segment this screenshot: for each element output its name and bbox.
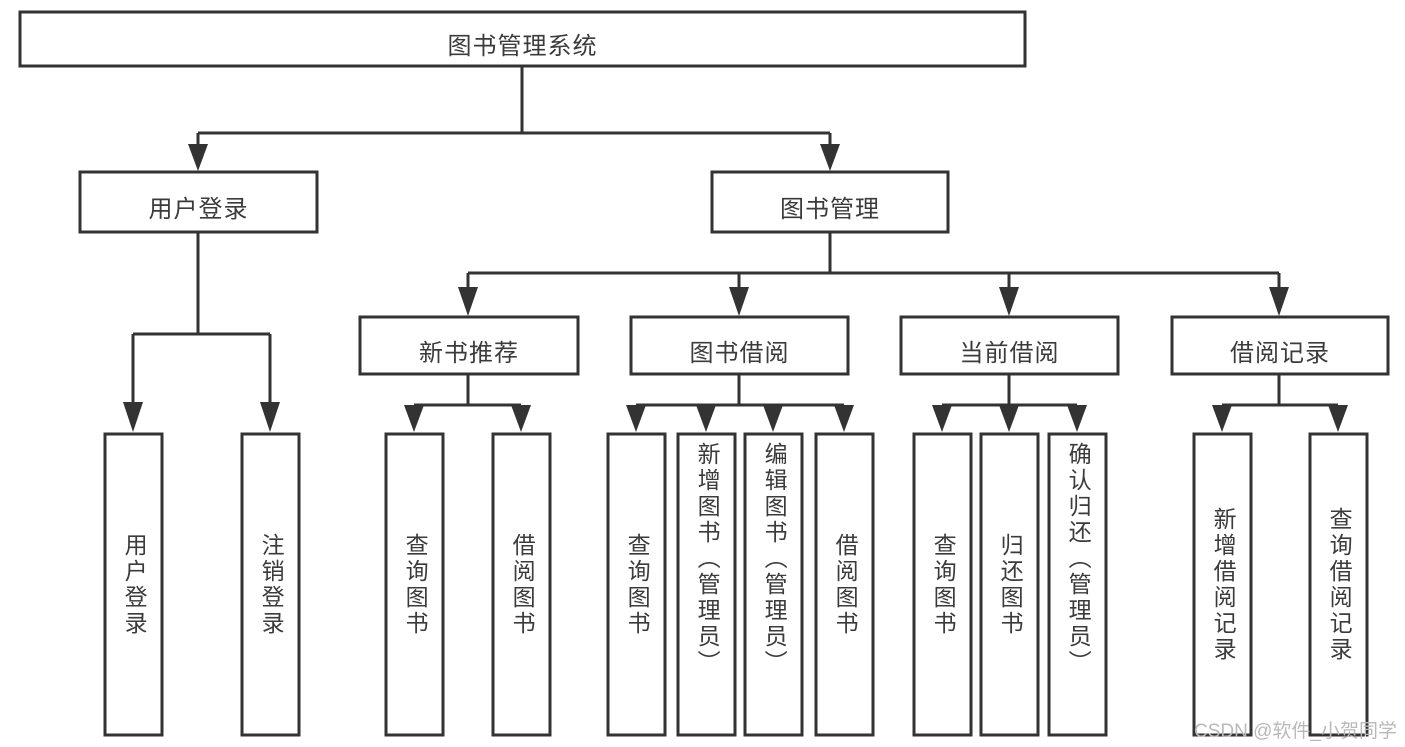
arrow-head-user-login <box>188 144 208 171</box>
leaf-box-nb-0[interactable] <box>384 432 445 737</box>
leaf-box-bb-3[interactable] <box>814 432 875 737</box>
node-user-login[interactable] <box>78 170 319 234</box>
leaf-box-cb-2[interactable] <box>1047 432 1108 737</box>
connector-current-borrow-to-leaves <box>932 374 1087 432</box>
node-new-book-recommend[interactable] <box>358 315 580 376</box>
node-borrow-record[interactable] <box>1170 315 1390 376</box>
connector-book-mgmt-to-level3 <box>458 232 1289 316</box>
arrow-head-leaf-bb-1 <box>696 405 716 432</box>
arrow-head-leaf-cb-1 <box>999 405 1019 432</box>
arrow-head-leaf-cb-2 <box>1067 405 1087 432</box>
arrow-head-leaf-bb-3 <box>834 405 854 432</box>
connector-root-to-level2 <box>188 66 840 171</box>
connector-book-borrow-to-leaves <box>626 374 854 432</box>
arrow-head-leaf-br-1 <box>1328 405 1348 432</box>
arrow-head-l3-2 <box>999 287 1019 316</box>
arrow-head-leaf-nb-1 <box>511 405 531 432</box>
arrow-head-leaf-br-0 <box>1212 405 1232 432</box>
node-book-management[interactable] <box>710 170 950 234</box>
connector-borrow-record-to-leaves <box>1212 374 1348 432</box>
arrow-head-leaf-cb-0 <box>932 405 952 432</box>
leaf-box-cb-0[interactable] <box>912 432 973 737</box>
leaf-box-bb-1[interactable] <box>676 432 737 737</box>
arrow-head-l3-3 <box>1269 287 1289 316</box>
arrow-head-leaf-bb-0 <box>626 405 646 432</box>
leaf-box-bb-0[interactable] <box>606 432 667 737</box>
arrow-head-leaf-nb-0 <box>404 405 424 432</box>
leaf-box-ul-1[interactable] <box>240 432 301 737</box>
arrow-head-leaf-bb-2 <box>763 405 783 432</box>
arrow-head-leaf-ul-0 <box>123 402 143 432</box>
arrow-head-l3-1 <box>729 287 749 316</box>
node-current-borrow[interactable] <box>899 315 1120 376</box>
leaf-box-bb-2[interactable] <box>743 432 804 737</box>
leaf-box-br-0[interactable] <box>1192 432 1253 737</box>
connector-user-login-to-leaves <box>123 232 280 432</box>
connector-new-book-to-leaves <box>404 374 531 432</box>
arrow-head-leaf-ul-1 <box>260 402 280 432</box>
node-root[interactable] <box>18 10 1027 68</box>
leaf-box-ul-0[interactable] <box>103 432 164 737</box>
arrow-head-book-mgmt <box>820 144 840 171</box>
leaf-box-br-1[interactable] <box>1308 432 1369 737</box>
leaf-box-cb-1[interactable] <box>979 432 1040 737</box>
leaf-box-nb-1[interactable] <box>491 432 552 737</box>
node-book-borrow[interactable] <box>629 315 850 376</box>
arrow-head-l3-0 <box>458 287 478 316</box>
